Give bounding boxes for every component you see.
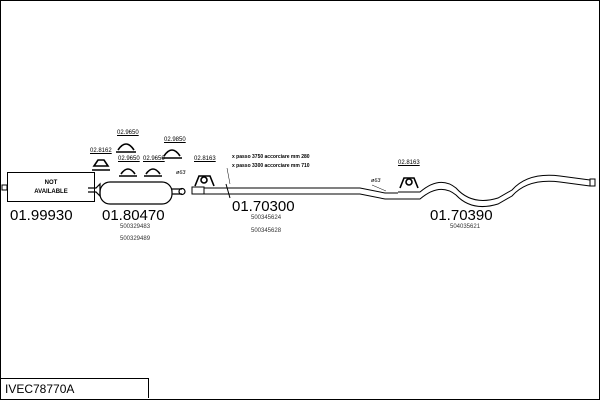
leader-2	[371, 184, 387, 192]
hanger-icon-3	[119, 168, 137, 177]
cut-note-1: x passo 3750 accorciare mm 280	[232, 154, 310, 160]
part-sub-2a: 500329483	[120, 224, 151, 230]
clamp-joint-1	[191, 186, 205, 195]
hanger-icon-4	[144, 168, 162, 177]
muffler	[88, 181, 186, 205]
clamp-label-6: 02.8163	[194, 156, 216, 162]
clamp-label-7: 02.8163	[398, 160, 420, 166]
hanger-icon-5	[162, 149, 182, 159]
middle-pipe	[204, 183, 398, 200]
clamp-label-1: 02.8162	[90, 148, 112, 154]
part-sub-3b: 500345628	[251, 228, 282, 234]
part-sub-4a: 504035621	[450, 224, 481, 230]
hanger-icon-2	[116, 143, 136, 153]
clamp-label-3: 02.9650	[118, 156, 140, 162]
diameter-label-1: ø63	[176, 170, 186, 176]
tail-pipe	[398, 174, 596, 207]
part-number-1: 01.99930	[10, 207, 73, 224]
hanger-icon-1	[92, 159, 110, 171]
cut-note-2: x passo 3300 accorciare mm 710	[232, 163, 310, 169]
diameter-label-2: ø63	[371, 178, 381, 184]
part-number-4: 01.70390	[430, 207, 493, 224]
part-sub-2b: 500329489	[120, 236, 151, 242]
clamp-label-5: 02.9850	[164, 137, 186, 143]
leader-1	[226, 167, 231, 185]
not-label: NOT	[44, 180, 58, 186]
clamp-label-2: 02.9650	[117, 130, 139, 136]
clamp-icon-2	[399, 177, 419, 189]
not-available-box: NOT AVAILABLE	[7, 172, 95, 202]
clamp-label-4: 02.9650	[143, 156, 165, 162]
diagram-title: IVEC78770A	[0, 378, 149, 398]
part-number-2: 01.80470	[102, 207, 165, 224]
part-number-3: 01.70300	[232, 198, 295, 215]
clamp-icon-1	[194, 175, 215, 187]
part-sub-3a: 500345624	[251, 215, 282, 221]
available-label: AVAILABLE	[34, 189, 68, 195]
